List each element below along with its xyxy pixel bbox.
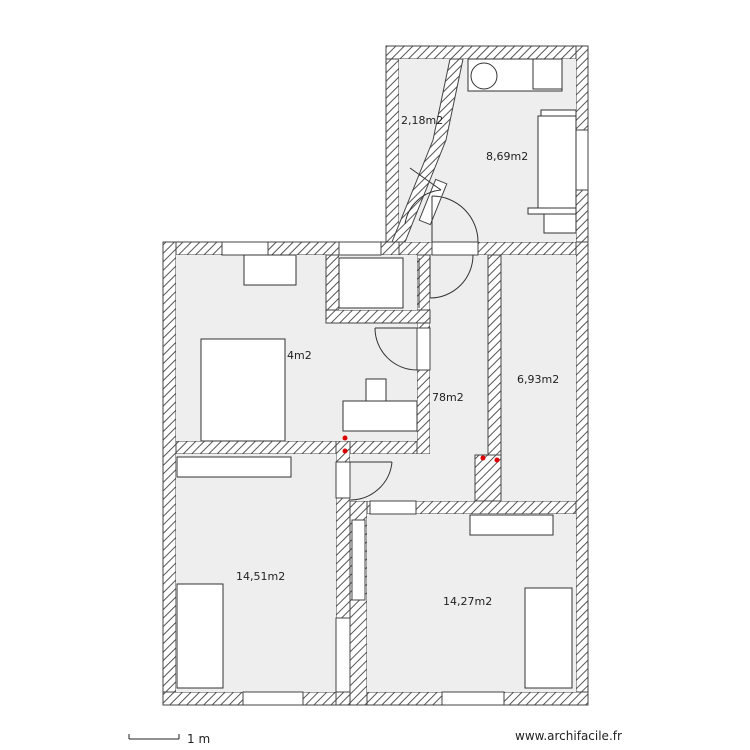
scale-label: 1 m	[187, 732, 210, 746]
wall-side-room-left-front	[487, 254, 502, 456]
door-bedroom1	[349, 461, 393, 501]
scale-bar	[128, 734, 180, 740]
bathtub-rail-bottom	[527, 207, 577, 215]
window-hall-bedroom1	[335, 461, 351, 499]
window-bedroom2-bottom	[441, 691, 505, 706]
washbasin-square	[532, 58, 563, 90]
markers	[342, 435, 500, 463]
room-label-hall: 78m2	[432, 391, 464, 404]
door-living	[374, 327, 418, 371]
floor-hall-lower	[350, 454, 475, 501]
wardrobe-bedroom1	[176, 456, 292, 478]
door-wc	[404, 189, 442, 225]
window-wc-slant	[418, 178, 448, 226]
wall-bottom	[162, 691, 589, 706]
doors	[349, 167, 479, 501]
radiator-living	[243, 254, 297, 286]
door-bathroom	[431, 195, 479, 243]
room-label-bedroom-1: 14,51m2	[236, 570, 285, 583]
wall-side-room-stub-front	[474, 454, 502, 502]
room-label-bedroom-2: 14,27m2	[443, 595, 492, 608]
room-label-side-room: 6,93m2	[517, 373, 559, 386]
marker-red	[342, 435, 348, 441]
room-labels: 2,18m2 8,69m2 4m2 78m2 6,93m2 14,51m2 14…	[236, 114, 559, 608]
window-bathroom-right	[575, 129, 589, 191]
window-bedroom2-left	[351, 519, 366, 601]
wall-right	[575, 241, 589, 706]
chair-living	[365, 378, 387, 402]
bed-bedroom1	[176, 583, 224, 689]
window-bedroom1-stub	[335, 617, 351, 693]
window-hall-door	[431, 241, 479, 256]
wall-left	[162, 241, 177, 706]
window-living-top	[221, 241, 269, 256]
wall-living-bedroom	[175, 440, 431, 455]
window-bedroom1-bottom	[242, 691, 304, 706]
bathtub-rail-top	[540, 109, 577, 117]
window-hall-bedroom2	[369, 500, 417, 515]
floor-bathroom	[402, 59, 576, 242]
marker-red	[494, 457, 500, 463]
room-label-bathroom: 8,69m2	[486, 150, 528, 163]
cabinet-bedroom2	[469, 514, 554, 536]
door-hall-top	[429, 254, 474, 299]
floor-wc	[399, 59, 450, 235]
furniture	[176, 58, 577, 689]
bed-bedroom2	[524, 587, 573, 689]
wall-annex-top	[385, 45, 589, 60]
marker-red	[480, 455, 486, 461]
window-cupboard-top	[338, 241, 382, 256]
window-living-hall	[416, 327, 431, 371]
desk-living	[342, 400, 418, 432]
wall-cupboard-bottom-front	[325, 309, 431, 324]
room-label-living: 4m2	[287, 349, 312, 362]
wall-top-right	[398, 241, 589, 256]
floor-side-room	[501, 255, 576, 501]
wall-annex-left	[385, 45, 400, 257]
washbasin-circle	[470, 62, 498, 90]
room-label-wc: 2,18m2	[401, 114, 443, 127]
bed-living	[200, 338, 286, 442]
wall-wc-slanted	[391, 58, 464, 243]
bathtub	[537, 115, 577, 209]
watermark: www.archifacile.fr	[515, 729, 622, 743]
toilet-bathroom	[543, 213, 577, 234]
windows	[221, 129, 589, 706]
cupboard-unit	[338, 257, 404, 309]
marker-red	[342, 448, 348, 454]
door-wc-leaf	[409, 167, 442, 191]
